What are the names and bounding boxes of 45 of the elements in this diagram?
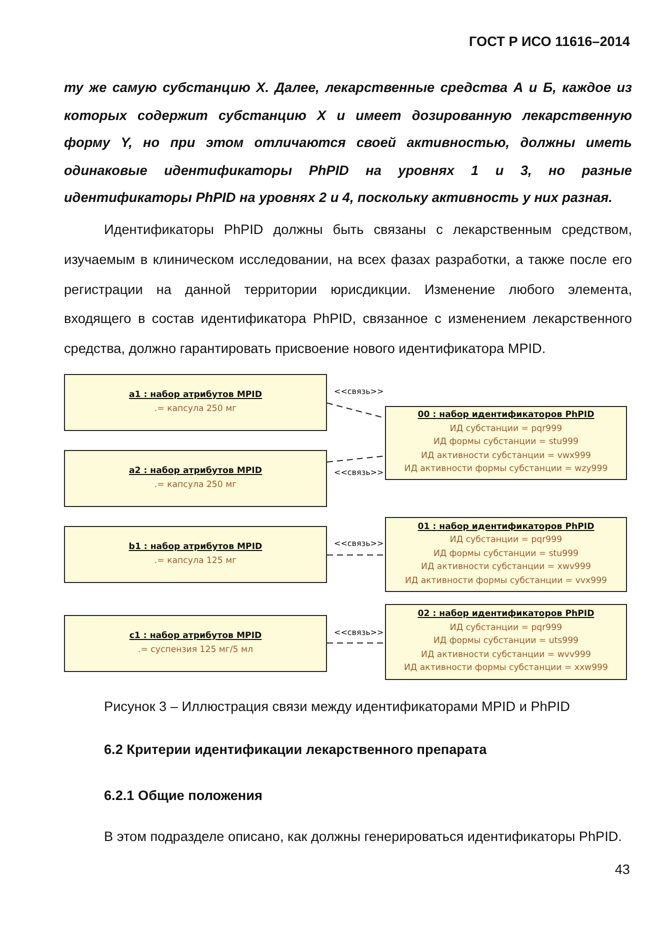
attribute-value: .= капсула 250 мг: [154, 402, 237, 416]
object-title: 01 : набор идентификаторов PhPID: [418, 520, 594, 534]
object-title: a1 : набор атрибутов MPID: [128, 388, 262, 402]
attribute-value: ИД формы субстанции = stu999: [433, 548, 579, 561]
association-line: [326, 642, 386, 644]
paragraph: В этом подразделе описано, как должны генерироваться идентификаторы PhPID.: [104, 829, 623, 844]
page-header: ГОСТ Р ИСО 11616–2014: [468, 34, 630, 49]
edge-label: <<связь>>: [333, 387, 385, 396]
attribute-value: ИД активности формы субстанции = vvx999: [404, 574, 608, 588]
figure-caption: Рисунок 3 – Иллюстрация связи между идентификаторами MPID и PhPID: [104, 699, 570, 714]
attribute-value: ИД формы субстанции = uts999: [433, 635, 579, 648]
object-title: b1 : набор атрибутов MPID: [128, 540, 262, 554]
section-heading: 6.2 Критерии идентификации лекарственного препарата: [104, 742, 488, 757]
object-box: [64, 374, 327, 431]
section-heading: 6.2.1 Общие положения: [104, 788, 264, 803]
object-title: c1 : набор атрибутов MPID: [129, 630, 262, 643]
object-box: [64, 526, 327, 583]
object-box: [64, 450, 327, 507]
attribute-value: ИД субстанции = pqr999: [450, 534, 562, 548]
object-title: a2 : набор атрибутов MPID: [128, 464, 262, 478]
edge-label: <<связь>>: [333, 468, 385, 477]
paragraph: ту же самую субстанцию X. Далее, лекарственные средства А и Б, каждое из которых содержит субстанцию X и имеет дозированную лекарственную форму Y, но при этом отличаются своей активностью, должны иметь одинаковые идентификаторы PhPID на уровнях 1 и 3, но разные идентификаторы PhPID на уровнях 2 и 4, поскольку активность у них разная.: [64, 79, 632, 207]
object-box: [64, 615, 327, 672]
attribute-value: ИД активности формы субстанции = xxw999: [404, 662, 608, 676]
association-line: [326, 554, 386, 556]
attribute-value: ИД активности субстанции = vwx999: [421, 450, 591, 463]
attribute-value: ИД активности субстанции = xwv999: [421, 561, 591, 574]
object-title: 02 : набор идентификаторов PhPID: [418, 608, 594, 622]
object-title: 00 : набор идентификаторов PhPID: [418, 409, 594, 422]
association-line: [326, 456, 386, 462]
attribute-value: ИД субстанции = pqr999: [450, 422, 562, 436]
attribute-value: ИД активности субстанции = wvv999: [421, 648, 591, 662]
attribute-value: .= суспензия 125 мг/5 мл: [138, 644, 253, 656]
object-box: [385, 517, 627, 592]
attribute-value: ИД формы субстанции = stu999: [433, 436, 579, 450]
page-number: 43: [614, 862, 630, 877]
paragraph: Идентификаторы PhPID должны быть связаны с лекарственным средством, изучаемым в клиническом исследовании, на всех фазах разработки, а также после его регистрации на данной территории юрисдикции. Изменение любого элемента, входящего в состав идентификатора PhPID, связанное с изменением лекарственного средства, должно гарантировать присвоение нового идентификатора MPID.: [64, 221, 632, 358]
attribute-value: ИД субстанции = pqr999: [450, 622, 562, 635]
attribute-value: .= капсула 250 мг: [154, 478, 237, 492]
attribute-value: ИД активности формы субстанции = wzy999: [404, 463, 608, 476]
attribute-value: .= капсула 125 мг: [154, 554, 237, 568]
edge-label: <<связь>>: [333, 539, 385, 548]
edge-label: <<связь>>: [333, 628, 385, 637]
object-box: [385, 604, 627, 680]
object-box: [385, 406, 627, 480]
